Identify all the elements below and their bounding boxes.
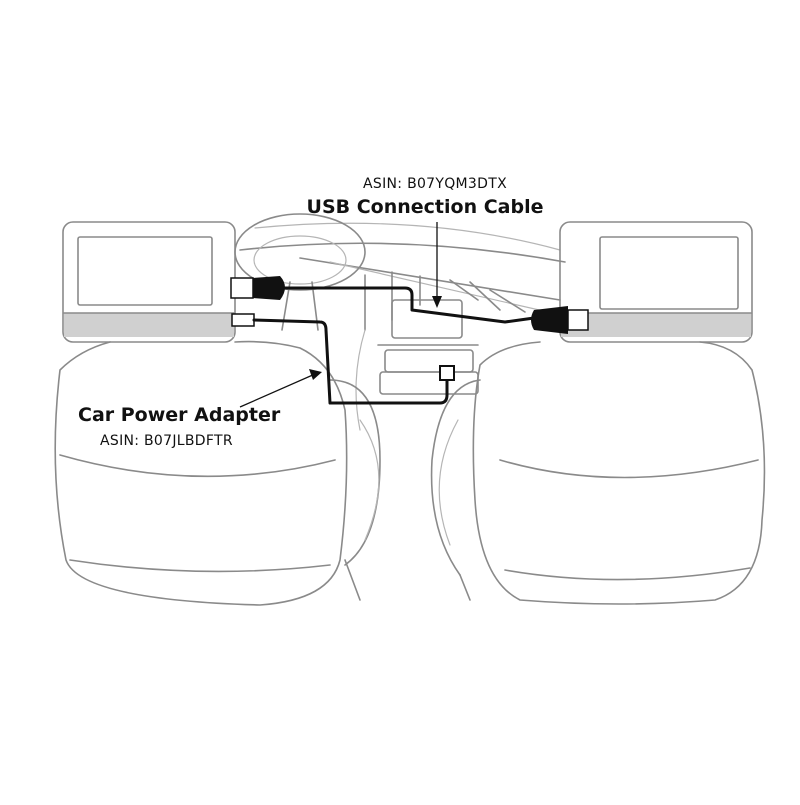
power-adapter-asin: ASIN: B07JLBDFTR — [100, 433, 233, 449]
usb-cable-asin: ASIN: B07YQM3DTX — [363, 176, 507, 192]
center-console — [355, 299, 479, 431]
left-seat — [54, 340, 381, 606]
steering-wheel — [234, 213, 366, 331]
power-pointer-line — [239, 373, 316, 408]
power-plug-left — [231, 313, 255, 327]
usb-pointer-arrowhead — [432, 296, 442, 308]
right-headrest-monitor — [559, 221, 753, 343]
right-monitor-band — [561, 313, 751, 337]
car-power-adapter-cable — [231, 313, 455, 405]
usb-plug-right — [531, 306, 568, 334]
power-socket — [439, 365, 455, 381]
usb-plug-left — [253, 276, 285, 300]
right-seat — [430, 341, 766, 605]
power-pointer-arrowhead — [309, 369, 322, 380]
left-headrest-monitor — [62, 221, 236, 343]
usb-plug-left-tip — [230, 277, 254, 299]
usb-cable-title: USB Connection Cable — [306, 196, 544, 218]
power-adapter-title: Car Power Adapter — [78, 404, 281, 426]
usb-connection-cable — [230, 276, 589, 334]
dashboard — [239, 222, 566, 331]
left-monitor-band — [64, 313, 234, 337]
usb-plug-right-tip — [567, 309, 589, 331]
